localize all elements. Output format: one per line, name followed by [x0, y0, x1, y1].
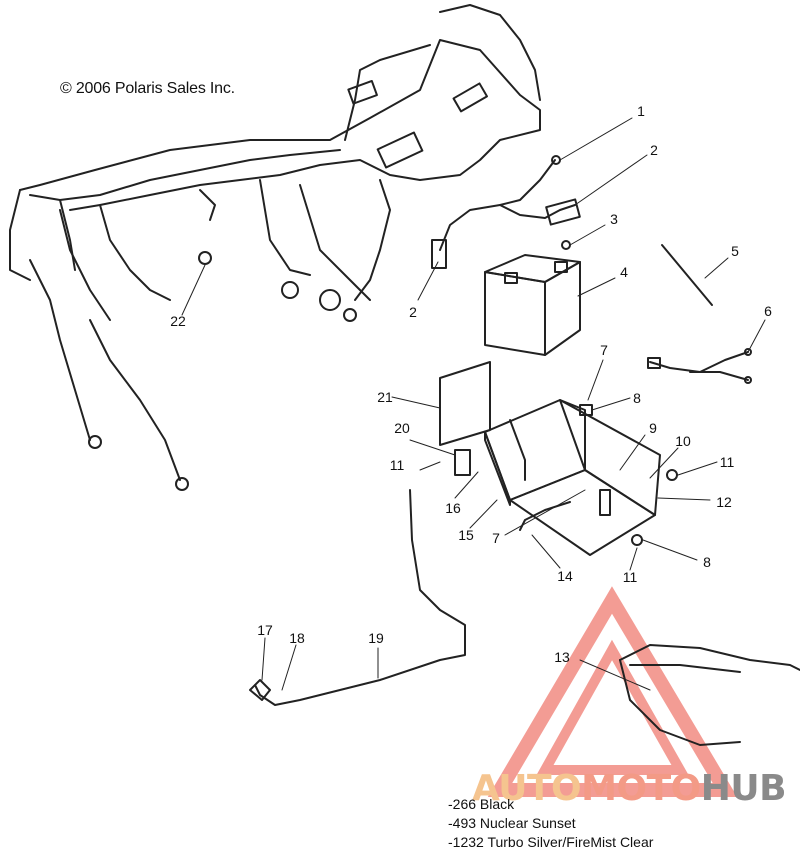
callout-7: 7 — [492, 530, 500, 546]
callout-6: 6 — [764, 303, 772, 319]
callout-2: 2 — [650, 142, 658, 158]
callout-12: 12 — [716, 494, 732, 510]
vent-hose — [254, 489, 466, 706]
copyright-notice: © 2006 Polaris Sales Inc. — [60, 80, 235, 97]
vent-tube-short — [519, 501, 571, 531]
callout-10: 10 — [675, 433, 691, 449]
callout-7: 7 — [600, 342, 608, 358]
watermark-moto: MOTO — [581, 768, 701, 809]
leader-lines — [181, 117, 766, 691]
callout-11: 11 — [389, 457, 405, 473]
color-code-list: -266 Black -493 Nuclear Sunset -1232 Tur… — [448, 795, 653, 849]
callout-14: 14 — [557, 568, 573, 584]
callout-19: 19 — [368, 630, 384, 646]
callout-4: 4 — [620, 264, 628, 280]
callout-11: 11 — [622, 569, 638, 585]
callout-17: 17 — [257, 622, 273, 638]
hold-down-rod — [661, 244, 713, 306]
watermark-text: AUTOMOTOHUB — [472, 768, 787, 809]
battery-box — [439, 361, 678, 556]
callout-1: 1 — [637, 103, 645, 119]
watermark-hub: HUB — [700, 768, 787, 809]
battery — [484, 240, 581, 356]
callout-8: 8 — [633, 390, 641, 406]
callout-18: 18 — [289, 630, 305, 646]
callout-21: 21 — [377, 389, 393, 405]
callout-15: 15 — [458, 527, 474, 543]
color-code-item: -266 Black — [448, 796, 515, 812]
callout-2: 2 — [409, 304, 417, 320]
battery-cables — [431, 155, 581, 269]
callout-20: 20 — [394, 420, 410, 436]
callout-13: 13 — [554, 649, 570, 665]
color-code-item: -1232 Turbo Silver/FireMist Clear — [448, 834, 654, 849]
callout-3: 3 — [610, 211, 618, 227]
watermark-logo — [487, 586, 738, 797]
watermark-auto: AUTO — [472, 768, 582, 809]
callout-8: 8 — [703, 554, 711, 570]
wire-harness — [647, 348, 752, 384]
callout-5: 5 — [731, 243, 739, 259]
callout-22: 22 — [170, 313, 186, 329]
color-code-item: -493 Nuclear Sunset — [448, 815, 576, 831]
side-cover — [619, 644, 800, 746]
hose-clamp — [249, 679, 271, 701]
callout-11: 11 — [719, 454, 735, 470]
callout-16: 16 — [445, 500, 461, 516]
frame-assembly — [9, 4, 541, 491]
callout-9: 9 — [649, 420, 657, 436]
